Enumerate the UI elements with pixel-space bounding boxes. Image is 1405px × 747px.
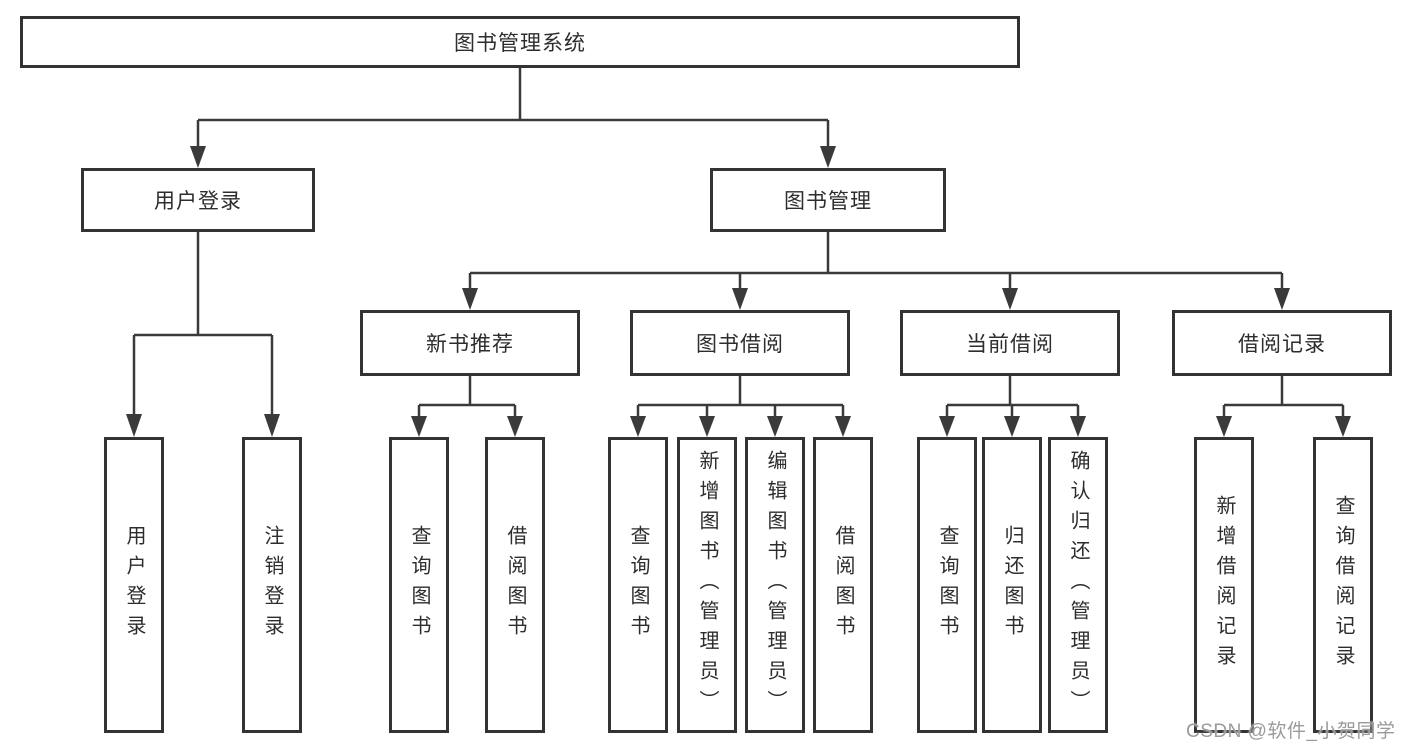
connector-manage-to-level3: [462, 232, 1290, 310]
connector-borrow-to-leaves: [630, 376, 851, 437]
leaf-recommend-query-books: 查询图书: [389, 437, 449, 733]
node-current-borrow-label: 当前借阅: [966, 333, 1054, 356]
leaf-add-borrow-record: 新增借阅记录: [1194, 437, 1254, 733]
node-current-borrow: 当前借阅: [900, 310, 1120, 376]
leaf-return-books: 归还图书: [982, 437, 1042, 733]
csdn-watermark: CSDN @软件_小贺同学: [1186, 721, 1396, 742]
node-new-book-recommend: 新书推荐: [360, 310, 580, 376]
node-book-borrow: 图书借阅: [630, 310, 850, 376]
leaf-add-borrow-record-label: 新增借阅记录: [1213, 495, 1235, 675]
leaf-query-borrow-record: 查询借阅记录: [1313, 437, 1373, 733]
node-borrow-records-label: 借阅记录: [1238, 333, 1326, 356]
leaf-confirm-return-admin: 确认归还（管理员）: [1048, 437, 1108, 733]
node-user-login-label: 用户登录: [154, 190, 242, 213]
node-book-manage: 图书管理: [710, 168, 946, 232]
leaf-recommend-borrow-books: 借阅图书: [485, 437, 545, 733]
leaf-confirm-return-admin-label: 确认归还（管理员）: [1067, 450, 1089, 720]
leaf-add-books-admin-label: 新增图书（管理员）: [696, 450, 718, 720]
leaf-borrow-books-label: 借阅图书: [832, 525, 854, 645]
connector-records-to-leaves: [1216, 376, 1351, 437]
leaf-user-login-label: 用户登录: [123, 525, 145, 645]
node-user-login: 用户登录: [81, 168, 315, 232]
leaf-return-books-label: 归还图书: [1001, 525, 1023, 645]
connector-recommend-to-leaves: [411, 376, 523, 437]
leaf-recommend-borrow-books-label: 借阅图书: [504, 525, 526, 645]
leaf-edit-books-admin-label: 编辑图书（管理员）: [764, 450, 786, 720]
leaf-add-books-admin: 新增图书（管理员）: [677, 437, 737, 733]
leaf-borrow-books: 借阅图书: [813, 437, 873, 733]
connector-root-to-level2: [190, 68, 836, 168]
node-root-system: 图书管理系统: [20, 16, 1020, 68]
leaf-borrow-query-books-label: 查询图书: [627, 525, 649, 645]
leaf-edit-books-admin: 编辑图书（管理员）: [745, 437, 805, 733]
connector-login-to-leaves: [126, 232, 280, 437]
leaf-current-query-books-label: 查询图书: [936, 525, 958, 645]
leaf-borrow-query-books: 查询图书: [608, 437, 668, 733]
leaf-recommend-query-books-label: 查询图书: [408, 525, 430, 645]
node-root-system-label: 图书管理系统: [454, 32, 586, 55]
node-book-manage-label: 图书管理: [784, 190, 872, 213]
leaf-logout-label: 注销登录: [261, 525, 283, 645]
leaf-logout: 注销登录: [242, 437, 302, 733]
connector-current-to-leaves: [939, 376, 1086, 437]
leaf-query-borrow-record-label: 查询借阅记录: [1332, 495, 1354, 675]
node-borrow-records: 借阅记录: [1172, 310, 1392, 376]
node-new-book-recommend-label: 新书推荐: [426, 333, 514, 356]
leaf-user-login: 用户登录: [104, 437, 164, 733]
leaf-current-query-books: 查询图书: [917, 437, 977, 733]
node-book-borrow-label: 图书借阅: [696, 333, 784, 356]
